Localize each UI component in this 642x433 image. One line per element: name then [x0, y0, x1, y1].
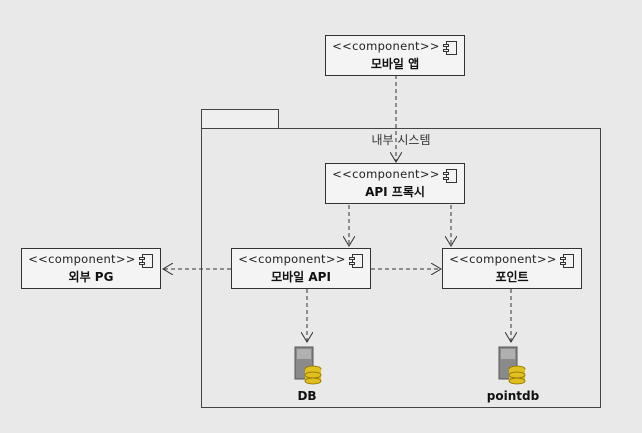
database-label-pointdb: pointdb: [486, 389, 540, 403]
component-name: 포인트: [495, 270, 529, 284]
component-mobile-app[interactable]: <<component>> 모바일 앱: [325, 35, 465, 76]
database-icon[interactable]: [293, 346, 323, 386]
component-name: 외부 PG: [68, 270, 114, 284]
component-icon: [443, 169, 457, 183]
package-internal-system: [201, 128, 601, 408]
component-api-proxy[interactable]: <<component>> API 프록시: [325, 163, 465, 204]
component-mobile-api[interactable]: <<component>> 모바일 API: [231, 248, 371, 289]
stereotype-label: <<component>>: [332, 167, 440, 181]
stereotype-label: <<component>>: [28, 252, 136, 266]
component-icon: [139, 254, 153, 268]
component-icon: [560, 254, 574, 268]
package-tab: [201, 109, 279, 128]
component-icon: [443, 41, 457, 55]
stereotype-label: <<component>>: [238, 252, 346, 266]
component-name: 모바일 앱: [370, 57, 420, 71]
database-icon[interactable]: [497, 346, 527, 386]
component-icon: [349, 254, 363, 268]
stereotype-label: <<component>>: [449, 252, 557, 266]
database-label-db: DB: [297, 389, 317, 403]
component-name: 모바일 API: [271, 270, 331, 284]
package-title: 내부 시스템: [371, 133, 431, 147]
component-name: API 프록시: [365, 185, 425, 199]
component-point[interactable]: <<component>> 포인트: [442, 248, 582, 289]
stereotype-label: <<component>>: [332, 39, 440, 53]
component-external-pg[interactable]: <<component>> 외부 PG: [21, 248, 161, 289]
